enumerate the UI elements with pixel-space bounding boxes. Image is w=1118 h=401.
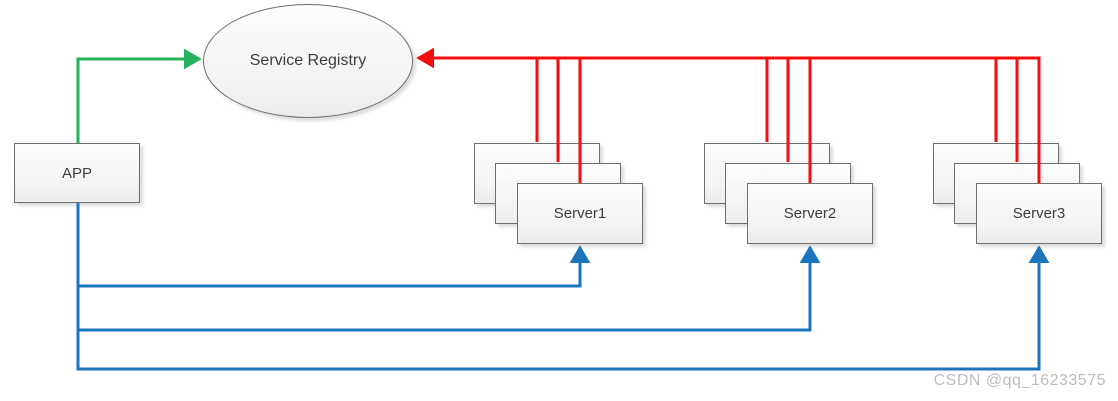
server3-node: Server3 [976, 183, 1102, 244]
server2-node: Server2 [747, 183, 873, 244]
watermark: CSDN @qq_16233575 [933, 372, 1106, 389]
app-to-server1-arrow [78, 245, 591, 288]
app-node: APP [14, 143, 140, 203]
server3-label: Server3 [1012, 205, 1066, 222]
service-registry-node: Service Registry [203, 4, 413, 118]
server1-label: Server1 [553, 205, 607, 222]
app-to-server2-arrow [78, 245, 821, 332]
server1-stack: Server1 [474, 143, 643, 244]
service-registry-label: Service Registry [249, 52, 367, 69]
server1-node: Server1 [517, 183, 643, 244]
server3-stack: Server3 [933, 143, 1102, 244]
app-label: APP [61, 164, 92, 182]
server2-label: Server2 [783, 205, 837, 222]
app-to-registry-arrow [76, 48, 202, 143]
server2-stack: Server2 [704, 143, 873, 244]
